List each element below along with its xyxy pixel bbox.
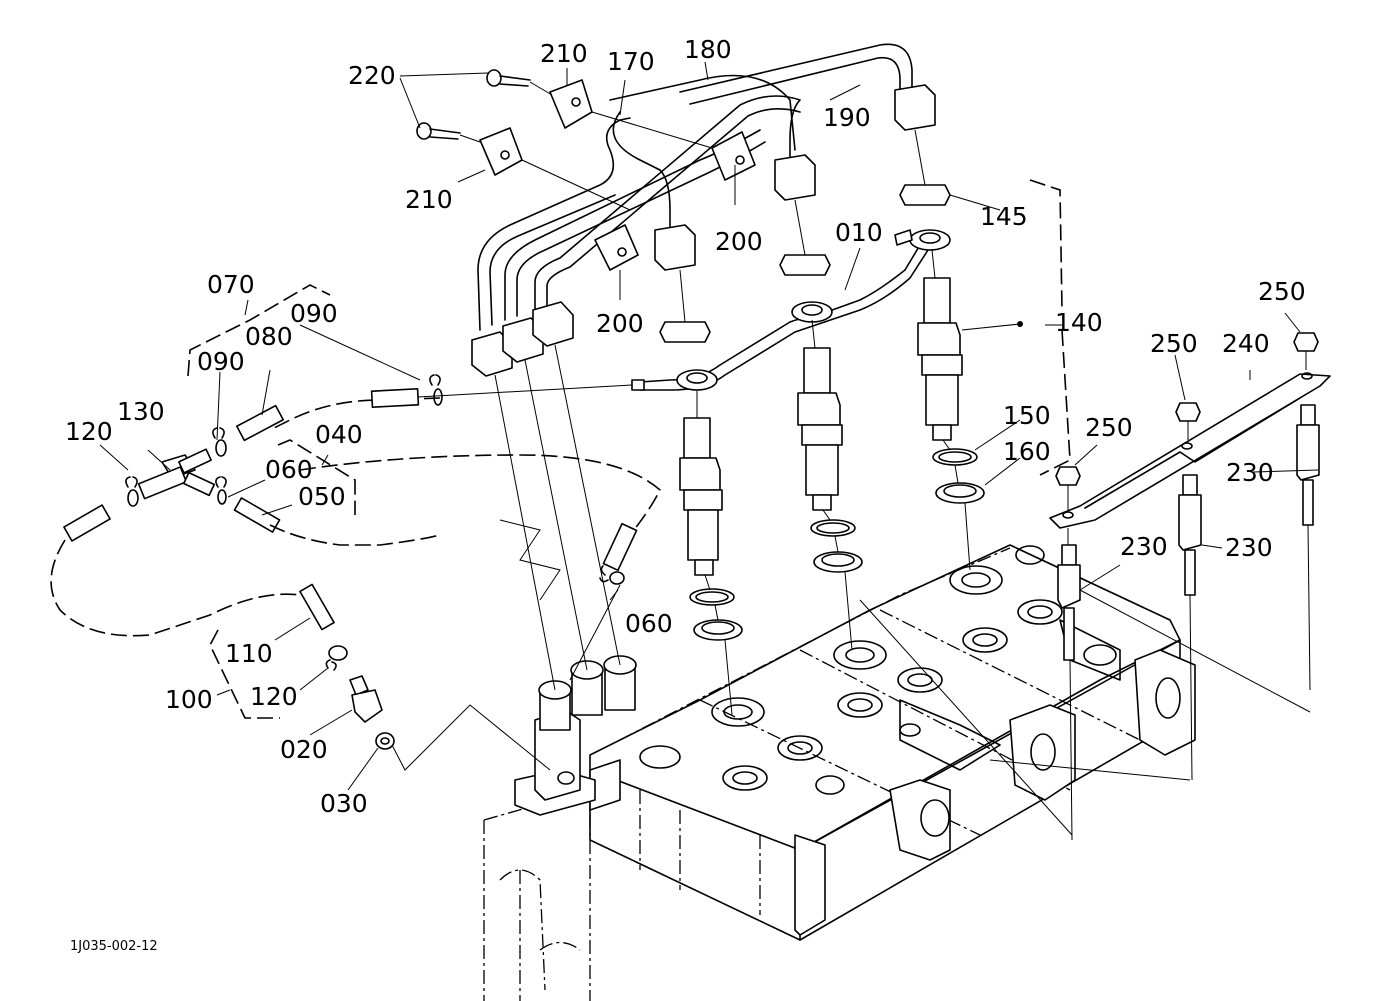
callout-230: 230 (1120, 532, 1168, 561)
callout-070: 070 (207, 270, 255, 299)
callout-120: 120 (250, 682, 298, 711)
callout-250: 250 (1085, 413, 1133, 442)
cylinder-head (483, 544, 1196, 1001)
reference-code: 1J035-002-12 (70, 939, 158, 954)
callout-090: 090 (290, 299, 338, 328)
callout-230: 230 (1225, 533, 1273, 562)
callout-145: 145 (980, 202, 1028, 231)
callout-250: 250 (1258, 277, 1306, 306)
callout-220: 220 (348, 61, 396, 90)
callout-050: 050 (298, 482, 346, 511)
callout-200: 200 (715, 227, 763, 256)
leak-off-pipe (631, 129, 951, 391)
injection-nozzles (679, 179, 1071, 716)
callout-210: 210 (405, 185, 453, 214)
callout-250: 250 (1150, 329, 1198, 358)
callout-labels: 220 210 210 170 180 190 200 200 145 010 … (65, 35, 1306, 954)
pipe-clamps (416, 69, 756, 271)
head-ports (639, 545, 1121, 795)
callout-040: 040 (315, 420, 363, 449)
callout-120: 120 (65, 417, 113, 446)
callout-150: 150 (1003, 401, 1051, 430)
leader-lines (99, 61, 1319, 791)
callout-060: 060 (625, 609, 673, 638)
callout-180: 180 (684, 35, 732, 64)
callout-100: 100 (165, 685, 213, 714)
callout-110: 110 (225, 639, 273, 668)
callout-060: 060 (265, 455, 313, 484)
callout-160: 160 (1003, 437, 1051, 466)
callout-030: 030 (320, 789, 368, 818)
callout-230: 230 (1226, 458, 1274, 487)
callout-020: 020 (280, 735, 328, 764)
callout-200: 200 (596, 309, 644, 338)
injection-pump-outlets (514, 655, 637, 816)
callout-190: 190 (823, 103, 871, 132)
callout-090: 090 (197, 347, 245, 376)
fuel-return-hoses (50, 284, 661, 771)
callout-240: 240 (1222, 329, 1270, 358)
callout-140: 140 (1055, 308, 1103, 337)
callout-170: 170 (607, 47, 655, 76)
glow-plug-assembly (859, 332, 1331, 841)
callout-210: 210 (540, 39, 588, 68)
callout-130: 130 (117, 397, 165, 426)
callout-010: 010 (835, 218, 883, 247)
callout-080: 080 (245, 322, 293, 351)
